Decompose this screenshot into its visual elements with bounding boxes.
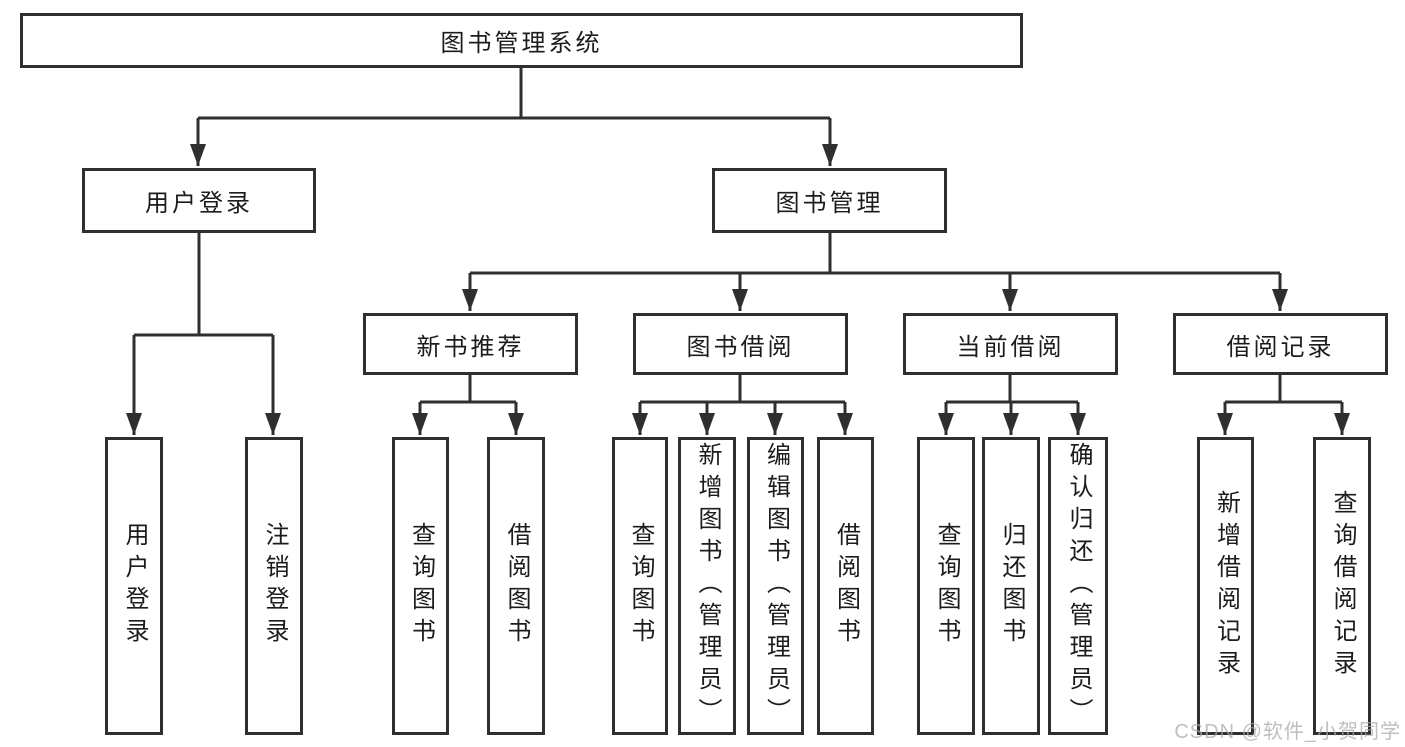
node-book-management: 图书管理 bbox=[712, 168, 947, 233]
node-current-borrow: 当前借阅 bbox=[903, 313, 1118, 375]
leaf-return-books: 归还图书 bbox=[982, 437, 1040, 735]
leaf-logout: 注销登录 bbox=[245, 437, 303, 735]
node-book-management-label: 图书管理 bbox=[775, 190, 884, 217]
leaf-add-borrow-record: 新增借阅记录 bbox=[1197, 437, 1254, 735]
leaf-label: 确认归还（管理员） bbox=[1065, 442, 1092, 730]
leaf-label: 查询借阅记录 bbox=[1329, 490, 1356, 682]
leaf-label: 归还图书 bbox=[998, 522, 1025, 650]
leaf-label: 注销登录 bbox=[261, 522, 288, 650]
leaf-label: 查询图书 bbox=[933, 522, 960, 650]
leaf-borrow-query-books: 查询图书 bbox=[612, 437, 668, 735]
node-new-book-recommend: 新书推荐 bbox=[363, 313, 578, 375]
leaf-label: 借阅图书 bbox=[832, 522, 860, 650]
leaf-label: 借阅图书 bbox=[503, 522, 530, 650]
leaf-label: 查询图书 bbox=[627, 522, 654, 650]
node-current-borrow-label: 当前借阅 bbox=[956, 333, 1065, 361]
leaf-user-login: 用户登录 bbox=[105, 437, 163, 735]
leaf-query-borrow-record: 查询借阅记录 bbox=[1313, 437, 1371, 735]
node-borrow-records-label: 借阅记录 bbox=[1226, 333, 1335, 361]
leaf-label: 新增图书（管理员） bbox=[694, 442, 721, 730]
leaf-current-query-books: 查询图书 bbox=[917, 437, 975, 735]
node-new-book-recommend-label: 新书推荐 bbox=[416, 333, 525, 361]
leaf-confirm-return-admin: 确认归还（管理员） bbox=[1048, 437, 1108, 735]
leaf-label: 新增借阅记录 bbox=[1212, 490, 1240, 682]
node-user-login: 用户登录 bbox=[82, 168, 316, 233]
leaf-edit-book-admin: 编辑图书（管理员） bbox=[747, 437, 804, 735]
leaf-add-book-admin: 新增图书（管理员） bbox=[678, 437, 736, 735]
node-root-label: 图书管理系统 bbox=[440, 30, 603, 57]
node-borrow-records: 借阅记录 bbox=[1173, 313, 1388, 375]
node-user-login-label: 用户登录 bbox=[145, 190, 253, 217]
leaf-borrow-books: 借阅图书 bbox=[817, 437, 874, 735]
csdn-watermark: CSDN @软件_小贺同学 bbox=[1174, 721, 1401, 743]
node-book-borrow: 图书借阅 bbox=[633, 313, 848, 375]
leaf-recommend-query-books: 查询图书 bbox=[392, 437, 449, 735]
leaf-label: 编辑图书（管理员） bbox=[762, 442, 790, 730]
leaf-recommend-borrow-books: 借阅图书 bbox=[487, 437, 545, 735]
node-root: 图书管理系统 bbox=[20, 13, 1023, 68]
leaf-label: 查询图书 bbox=[407, 522, 435, 650]
node-book-borrow-label: 图书借阅 bbox=[686, 333, 795, 361]
leaf-label: 用户登录 bbox=[121, 522, 148, 650]
